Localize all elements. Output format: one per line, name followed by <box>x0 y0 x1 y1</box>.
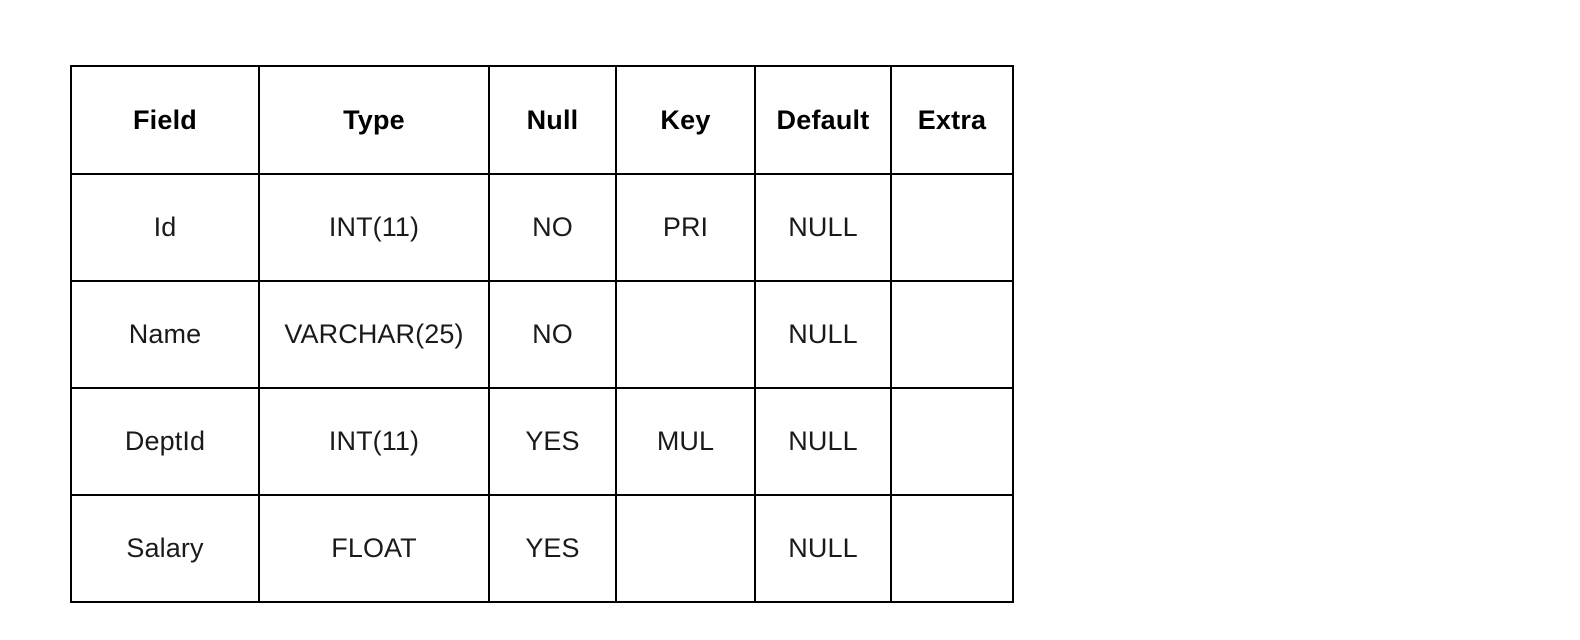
cell-field: Salary <box>70 494 260 603</box>
table-body: Id INT(11) NO PRI NULL Name VARCHAR(25) … <box>70 173 1014 603</box>
cell-null: YES <box>488 494 617 603</box>
cell-type: VARCHAR(25) <box>258 280 490 389</box>
cell-default: NULL <box>754 387 892 496</box>
table-row: Salary FLOAT YES NULL <box>70 494 1014 603</box>
header-row: Field Type Null Key Default Extra <box>70 65 1014 175</box>
schema-table: Field Type Null Key Default Extra Id INT… <box>70 65 1014 603</box>
cell-default: NULL <box>754 173 892 282</box>
cell-field: DeptId <box>70 387 260 496</box>
column-header-key: Key <box>615 65 756 175</box>
cell-type: FLOAT <box>258 494 490 603</box>
column-header-type: Type <box>258 65 490 175</box>
cell-default: NULL <box>754 494 892 603</box>
table-header: Field Type Null Key Default Extra <box>70 65 1014 175</box>
column-header-null: Null <box>488 65 617 175</box>
cell-key <box>615 494 756 603</box>
table-row: Name VARCHAR(25) NO NULL <box>70 280 1014 389</box>
cell-null: NO <box>488 173 617 282</box>
column-header-field: Field <box>70 65 260 175</box>
cell-default: NULL <box>754 280 892 389</box>
cell-extra <box>890 280 1014 389</box>
column-header-default: Default <box>754 65 892 175</box>
table-row: Id INT(11) NO PRI NULL <box>70 173 1014 282</box>
cell-key <box>615 280 756 389</box>
cell-extra <box>890 494 1014 603</box>
cell-field: Name <box>70 280 260 389</box>
table-row: DeptId INT(11) YES MUL NULL <box>70 387 1014 496</box>
schema-table-container: Field Type Null Key Default Extra Id INT… <box>70 65 1014 603</box>
cell-key: PRI <box>615 173 756 282</box>
cell-extra <box>890 173 1014 282</box>
cell-type: INT(11) <box>258 387 490 496</box>
cell-null: NO <box>488 280 617 389</box>
cell-type: INT(11) <box>258 173 490 282</box>
cell-field: Id <box>70 173 260 282</box>
column-header-extra: Extra <box>890 65 1014 175</box>
cell-key: MUL <box>615 387 756 496</box>
cell-null: YES <box>488 387 617 496</box>
cell-extra <box>890 387 1014 496</box>
